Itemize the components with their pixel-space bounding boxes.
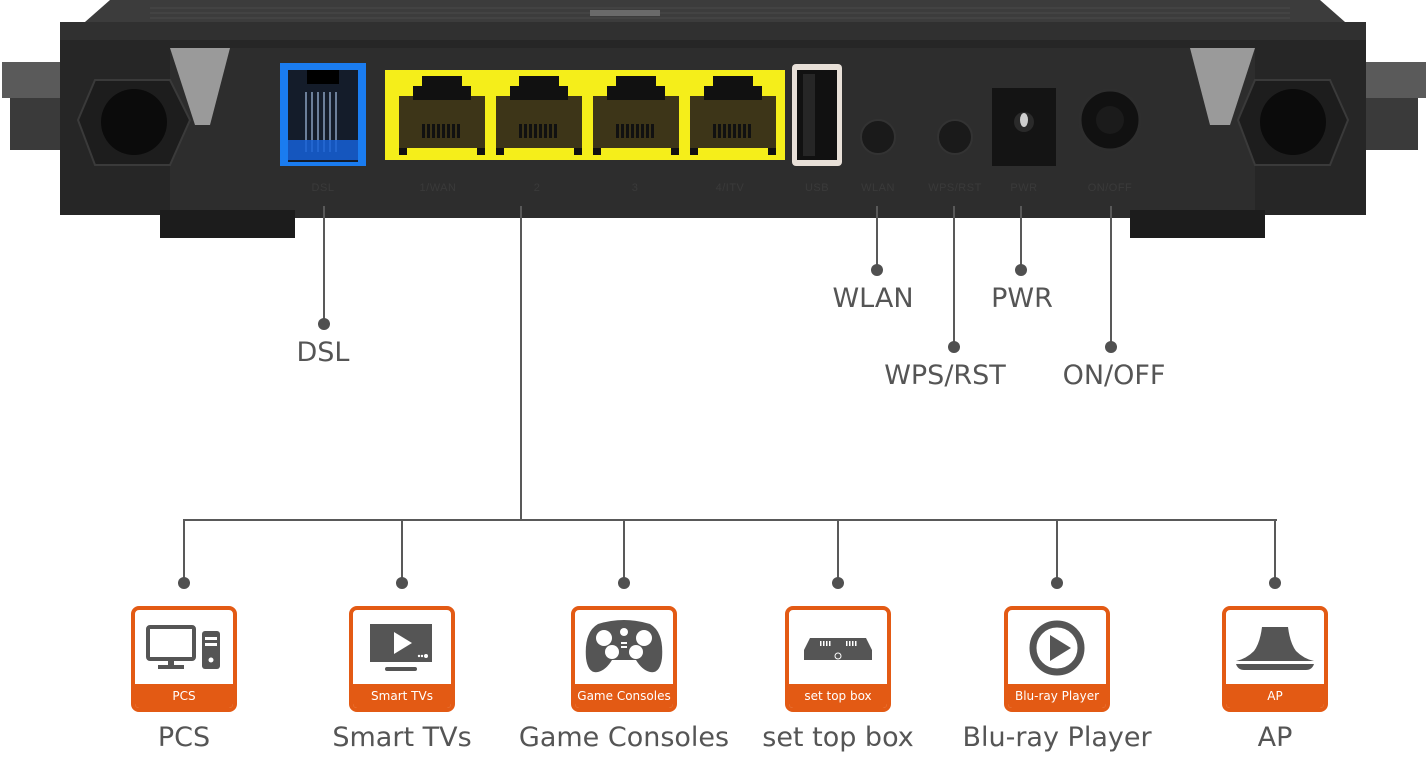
- lan-port-4: [690, 76, 776, 155]
- device-label-ap: AP: [1257, 722, 1293, 753]
- gamepad-icon: [575, 610, 673, 686]
- right-antenna-mount: [1366, 62, 1426, 98]
- port-label-usb: USB: [804, 182, 830, 194]
- port-label-on-off: ON/OFF: [1087, 182, 1133, 194]
- wps-rst-callout-label: WPS/RST: [884, 360, 1006, 391]
- desktop-pc-icon: [135, 610, 233, 686]
- branch-dot-blu-ray-player: [1051, 577, 1063, 589]
- port-label-lan1-wan: 1/WAN: [419, 182, 457, 194]
- on-off-callout-label: ON/OFF: [1062, 360, 1166, 391]
- wps-rst-callout-dot: [948, 341, 960, 353]
- pwr-callout-label: PWR: [991, 283, 1053, 314]
- device-label-set-top-box: set top box: [762, 722, 914, 753]
- device-badge: AP: [1226, 684, 1324, 708]
- router-rear-panel: DSL 1/WAN 2 3 4/ITV USB WLAN WPS/RST PWR…: [0, 0, 1427, 245]
- port-label-lan3: 3: [631, 182, 639, 194]
- wlan-callout-line: [876, 206, 878, 270]
- branch-line-pcs: [183, 519, 185, 583]
- dsl-port: [280, 63, 366, 166]
- device-tile-pcs: PCS: [131, 606, 237, 712]
- wlan-callout-dot: [871, 264, 883, 276]
- branch-dot-pcs: [178, 577, 190, 589]
- device-badge: Smart TVs: [353, 684, 451, 708]
- on-off-callout-line: [1110, 206, 1112, 347]
- device-tile-blu-ray-player: Blu-ray Player: [1004, 606, 1110, 712]
- device-badge: PCS: [135, 684, 233, 708]
- play-circle-icon: [1008, 610, 1106, 686]
- lan-trunk-line: [520, 206, 522, 521]
- dsl-callout-line: [323, 206, 325, 324]
- left-antenna-connector: [76, 79, 192, 166]
- port-label-wlan: WLAN: [861, 182, 895, 194]
- branch-dot-set-top-box: [832, 577, 844, 589]
- branch-dot-smart-tvs: [396, 577, 408, 589]
- usb-port: [792, 64, 842, 166]
- set-top-box-icon: [789, 610, 887, 686]
- pwr-callout-line: [1020, 206, 1022, 270]
- branch-line-smart-tvs: [401, 519, 403, 583]
- lan-port-1: [399, 76, 485, 155]
- branch-line-blu-ray-player: [1056, 519, 1058, 583]
- lan-branch-line: [183, 519, 1277, 521]
- port-label-lan2: 2: [533, 182, 541, 194]
- device-label-game-consoles: Game Consoles: [518, 722, 730, 753]
- branch-line-game-consoles: [623, 519, 625, 583]
- on-off-switch: [1078, 88, 1142, 152]
- access-point-icon: [1226, 610, 1324, 686]
- port-label-wps-rst: WPS/RST: [928, 182, 982, 194]
- device-badge: Blu-ray Player: [1008, 684, 1106, 708]
- device-badge: set top box: [789, 684, 887, 708]
- smart-tv-icon: [353, 610, 451, 686]
- dsl-callout-label: DSL: [296, 337, 350, 368]
- branch-dot-ap: [1269, 577, 1281, 589]
- wps-rst-callout-line: [953, 206, 955, 347]
- on-off-callout-dot: [1105, 341, 1117, 353]
- device-label-smart-tvs: Smart TVs: [332, 722, 472, 753]
- branch-line-ap: [1274, 519, 1276, 583]
- device-tile-set-top-box: set top box: [785, 606, 891, 712]
- port-label-pwr: PWR: [1010, 182, 1038, 194]
- lan-port-3: [593, 76, 679, 155]
- device-tile-game-consoles: Game Consoles: [571, 606, 677, 712]
- port-label-dsl: DSL: [311, 182, 335, 194]
- branch-dot-game-consoles: [618, 577, 630, 589]
- right-foot: [1130, 210, 1265, 238]
- branch-line-set-top-box: [837, 519, 839, 583]
- router-body-illustration: [2, 0, 1426, 238]
- lan-port-2: [496, 76, 582, 155]
- device-badge: Game Consoles: [575, 684, 673, 708]
- device-label-blu-ray-player: Blu-ray Player: [962, 722, 1152, 753]
- port-label-lan4-itv: 4/ITV: [715, 182, 745, 194]
- left-antenna-mount: [2, 62, 62, 98]
- wlan-callout-label: WLAN: [832, 283, 914, 314]
- wlan-button: [860, 119, 896, 155]
- pwr-callout-dot: [1015, 264, 1027, 276]
- wps-rst-button: [937, 119, 973, 155]
- device-label-pcs: PCS: [157, 722, 211, 753]
- dsl-callout-dot: [318, 318, 330, 330]
- device-tile-ap: AP: [1222, 606, 1328, 712]
- device-tile-smart-tvs: Smart TVs: [349, 606, 455, 712]
- power-jack: [992, 88, 1056, 166]
- right-antenna-connector: [1236, 79, 1350, 166]
- left-foot: [160, 210, 295, 238]
